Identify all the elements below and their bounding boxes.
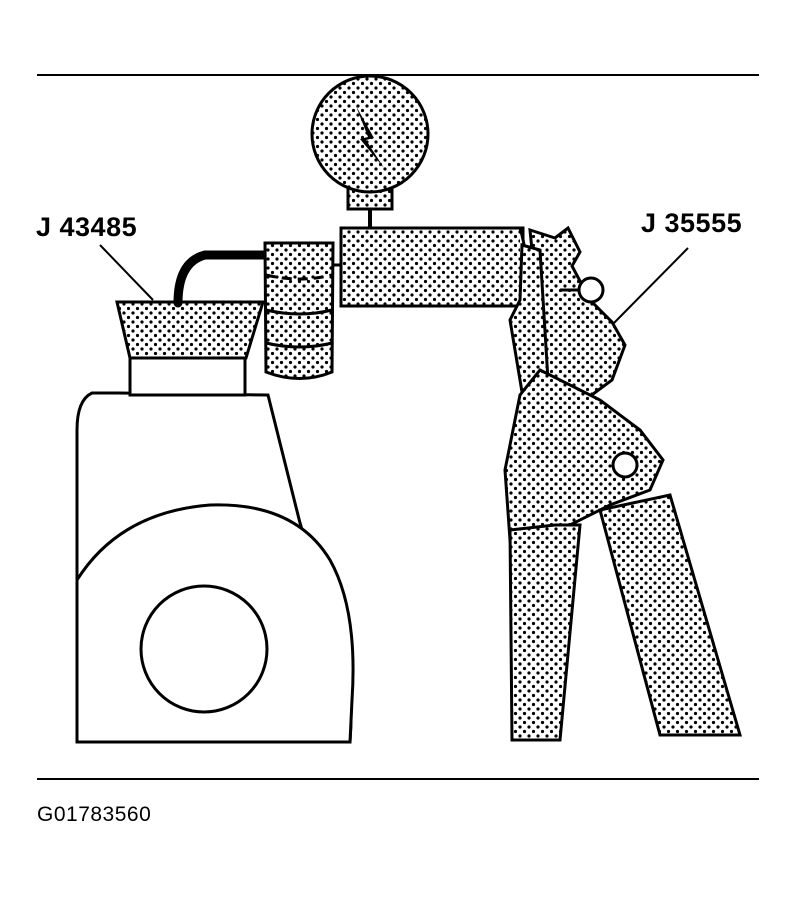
- vacuum-hose: [173, 250, 270, 308]
- bottle-neck: [128, 356, 247, 397]
- leader-right: [611, 247, 689, 326]
- vacuum-gauge-icon: [310, 74, 430, 228]
- pliers-icon: [503, 225, 742, 742]
- top-rule: [37, 74, 759, 76]
- callout-left-tool: J 43485: [36, 212, 138, 242]
- wheel-circle: [139, 584, 269, 714]
- funnel-adapter: [115, 300, 266, 360]
- callout-right-tool: J 35555: [641, 208, 743, 238]
- fluid-cup: [263, 241, 335, 380]
- reservoir-bottle: [75, 300, 355, 744]
- leader-left: [99, 244, 154, 301]
- figure-id: G01783560: [37, 803, 152, 826]
- pump-body: [339, 226, 525, 308]
- bottom-rule: [37, 778, 759, 780]
